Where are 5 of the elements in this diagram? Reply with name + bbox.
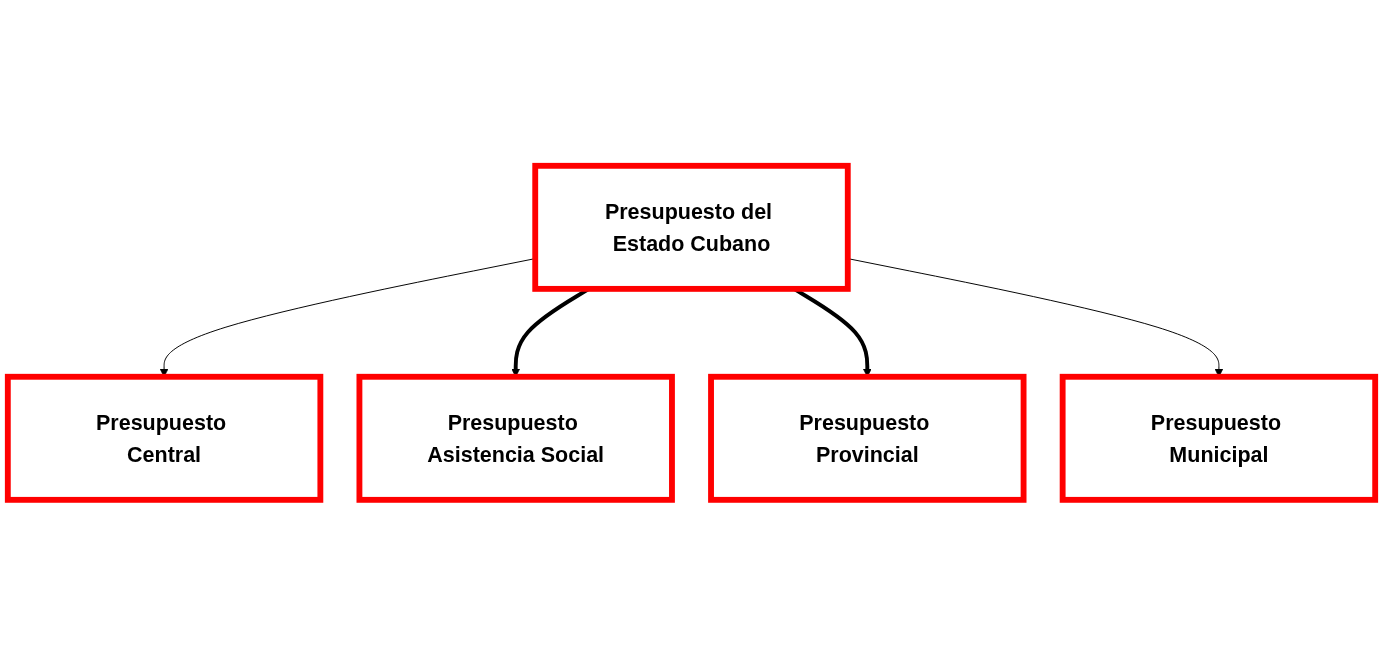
node-box: Presupuesto Central (4, 374, 324, 503)
node-box: Presupuesto Municipal (1059, 374, 1379, 503)
node-box: Presupuesto Asistencia Social (356, 374, 675, 503)
node-box: Presupuesto Provincial (708, 374, 1027, 503)
node-box: Presupuesto del Estado Cubano (532, 163, 851, 292)
